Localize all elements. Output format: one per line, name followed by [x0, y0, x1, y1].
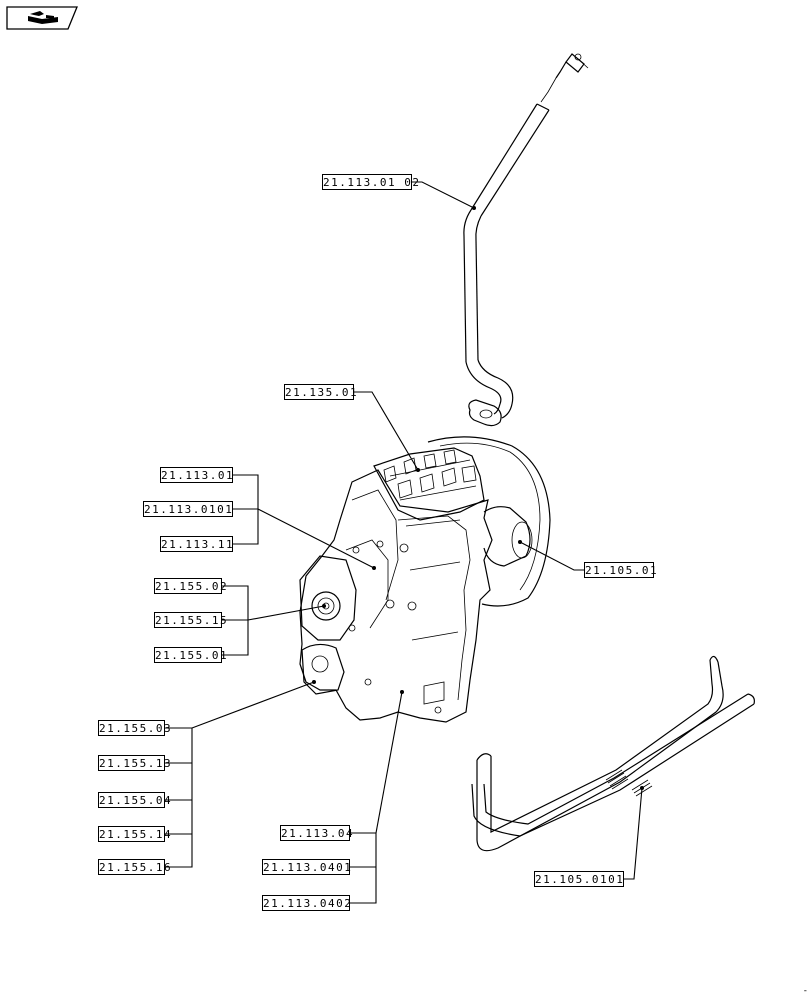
callout-21-113-0101[interactable]: 21.113.0101: [143, 501, 234, 517]
book-icon[interactable]: [6, 6, 78, 30]
callout-21-113-01[interactable]: 21.113.01: [160, 467, 235, 483]
callout-21-113-04[interactable]: 21.113.04: [280, 825, 355, 841]
callout-21-155-15[interactable]: 21.155.15: [154, 612, 229, 628]
callout-21-113-0402[interactable]: 21.113.0402: [262, 895, 353, 911]
callout-21-135-01[interactable]: 21.135.01: [284, 384, 359, 400]
callout-21-155-16[interactable]: 21.155.16: [98, 859, 173, 875]
callout-21-113-01-02[interactable]: 21.113.01 02: [322, 174, 421, 190]
dipstick-tube: [463, 53, 589, 427]
callout-21-155-01[interactable]: 21.155.01: [154, 647, 229, 663]
page-mark: -: [802, 986, 808, 996]
callout-21-105-0101[interactable]: 21.105.0101: [534, 871, 625, 887]
callout-21-155-02[interactable]: 21.155.02: [154, 578, 229, 594]
callout-21-113-11[interactable]: 21.113.11: [160, 536, 235, 552]
callout-21-155-13[interactable]: 21.155.13: [98, 755, 173, 771]
transmission-housing: [299, 436, 551, 723]
callout-21-105-01[interactable]: 21.105.01: [584, 562, 659, 578]
oil-lines: [471, 655, 755, 852]
leader-lines: [165, 181, 644, 904]
callout-21-155-04[interactable]: 21.155.04: [98, 792, 173, 808]
callout-21-155-14[interactable]: 21.155.14: [98, 826, 173, 842]
callout-21-113-0401[interactable]: 21.113.0401: [262, 859, 353, 875]
callout-21-155-03[interactable]: 21.155.03: [98, 720, 173, 736]
